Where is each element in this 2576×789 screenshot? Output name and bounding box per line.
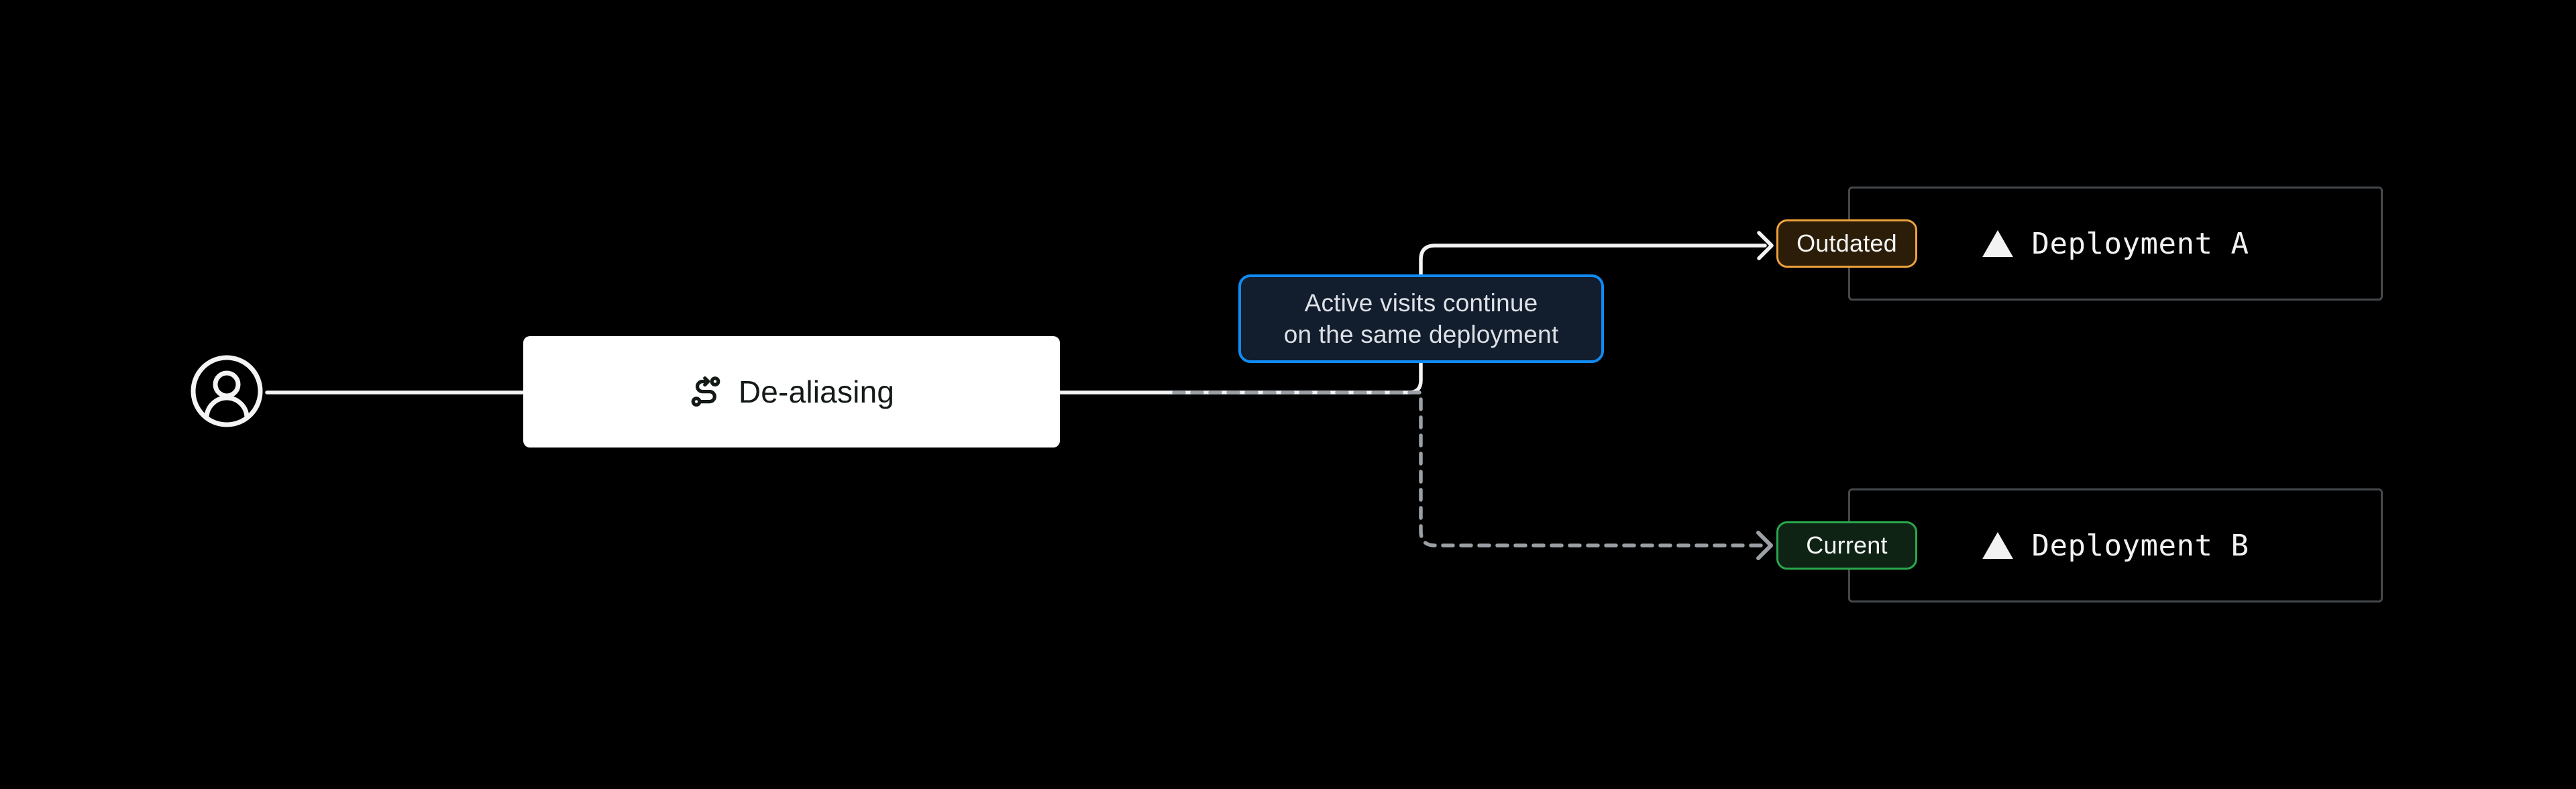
user-circle-icon: [186, 351, 267, 431]
process-label: De-aliasing: [738, 374, 895, 409]
deployment-a-box: Deployment A: [1848, 187, 2383, 301]
process-node-de-aliasing: De-aliasing: [523, 336, 1060, 448]
process-to-deployment-b-line: [1172, 390, 1764, 547]
current-badge-label: Current: [1806, 531, 1888, 559]
active-visits-tooltip: Active visits continue on the same deplo…: [1238, 274, 1604, 363]
arrow-head-dashed-icon: [1756, 531, 1773, 560]
outdated-status-badge: Outdated: [1776, 219, 1917, 268]
vercel-triangle-icon: [1982, 532, 2013, 559]
route-icon: [691, 376, 720, 407]
tooltip-line-1: Active visits continue: [1304, 289, 1538, 317]
arrow-head-solid-icon: [1757, 231, 1774, 260]
deployment-a-label: Deployment A: [2031, 226, 2249, 261]
outdated-badge-label: Outdated: [1796, 229, 1897, 257]
deployment-b-label: Deployment B: [2031, 528, 2249, 563]
tooltip-line-2: on the same deployment: [1283, 321, 1559, 348]
deployment-b-box: Deployment B: [1848, 488, 2383, 602]
vercel-triangle-icon: [1982, 230, 2013, 257]
current-status-badge: Current: [1776, 521, 1917, 570]
